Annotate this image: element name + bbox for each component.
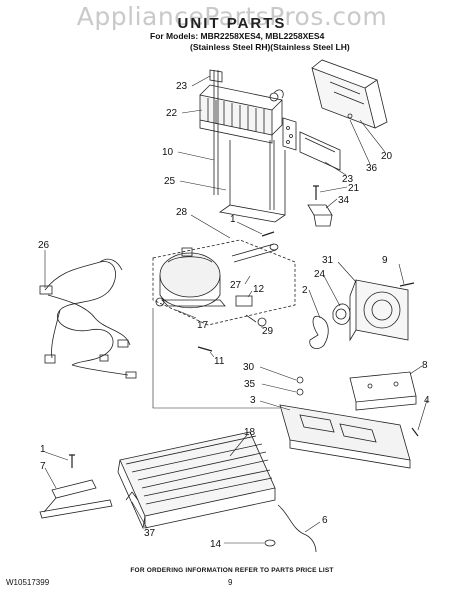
leader-lines xyxy=(44,75,428,544)
assembly-frame-line xyxy=(152,308,280,409)
evaporator-coil-drawing xyxy=(199,69,297,223)
compressor-drawing xyxy=(152,239,296,327)
callout-12: 12 xyxy=(253,284,265,295)
callout-6: 6 xyxy=(322,515,328,526)
callout-9: 9 xyxy=(382,255,388,266)
terminal-block-drawing xyxy=(39,454,113,519)
callout-8: 8 xyxy=(422,360,428,371)
base-pan-drawing xyxy=(279,376,419,469)
side-bracket-drawing xyxy=(299,131,341,171)
callout-14: 14 xyxy=(210,539,222,550)
callout-23-right: 23 xyxy=(342,174,354,185)
mounting-bracket-drawing xyxy=(349,371,417,411)
air-duct-drawing xyxy=(311,59,388,129)
models-line-1: For Models: MBR2258XES4, MBL2258XES4 xyxy=(150,31,325,41)
callout-11: 11 xyxy=(214,356,225,367)
screw-and-clamp-drawing xyxy=(307,185,333,227)
callout-25: 25 xyxy=(164,176,176,187)
screw-drawing-1 xyxy=(261,231,275,237)
drain-tube-drawing xyxy=(264,504,317,553)
callout-17: 17 xyxy=(197,320,209,331)
models-line-2: (Stainless Steel RH)(Stainless Steel LH) xyxy=(190,42,350,52)
callout-30: 30 xyxy=(243,362,255,373)
callout-3: 3 xyxy=(250,395,256,406)
callout-31: 31 xyxy=(322,255,334,266)
ordering-instruction: FOR ORDERING INFORMATION REFER TO PARTS … xyxy=(130,567,334,574)
page-title: UNIT PARTS xyxy=(177,15,287,32)
callout-1-lower: 1 xyxy=(40,444,46,455)
callout-18: 18 xyxy=(244,427,256,438)
callout-37: 37 xyxy=(144,528,156,539)
callout-10: 10 xyxy=(162,147,174,158)
callout-20: 20 xyxy=(381,151,393,162)
document-number: W10517399 xyxy=(6,578,50,587)
condenser-fan-drawing xyxy=(309,279,415,350)
callout-28: 28 xyxy=(176,207,188,218)
callout-29: 29 xyxy=(262,326,274,337)
callout-4: 4 xyxy=(424,395,430,406)
callout-21: 21 xyxy=(348,183,360,194)
callout-2: 2 xyxy=(302,285,308,296)
callout-22: 22 xyxy=(166,108,178,119)
callout-34: 34 xyxy=(338,195,350,206)
callout-27: 27 xyxy=(230,280,242,291)
clip-drawing xyxy=(125,491,139,501)
callout-24: 24 xyxy=(314,269,326,280)
callout-26: 26 xyxy=(38,240,50,251)
tube-drawing xyxy=(197,346,213,352)
callout-36: 36 xyxy=(366,163,378,174)
wire-harness-drawing xyxy=(39,258,137,379)
condenser-coil-drawing xyxy=(117,431,276,530)
callout-35: 35 xyxy=(244,379,256,390)
callout-1: 1 xyxy=(230,214,236,225)
model-list: For Models: MBR2258XES4, MBL2258XES4 (St… xyxy=(150,31,380,53)
callout-numbers: 23 22 10 25 28 1 26 27 12 17 29 11 20 36… xyxy=(38,81,430,550)
page-number: 9 xyxy=(228,578,233,587)
callout-23: 23 xyxy=(176,81,188,92)
watermark: AppliancePartsPros.com xyxy=(76,2,388,31)
callout-7: 7 xyxy=(40,461,46,472)
